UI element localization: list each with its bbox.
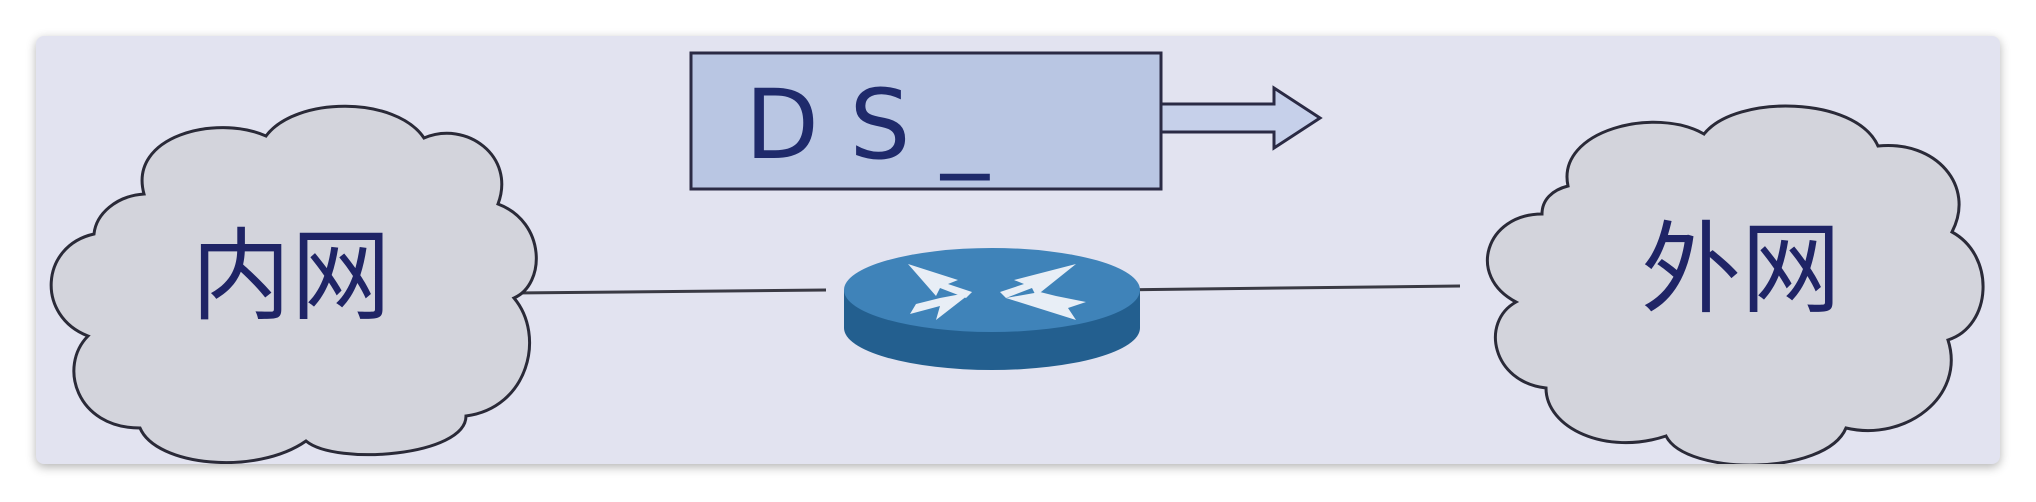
diagram-frame: 内网 外网 D S _ (36, 36, 2000, 464)
packet-box (689, 51, 1163, 191)
link-line-left (513, 288, 827, 295)
router (844, 248, 1140, 370)
inner-network-cloud: 内网 (49, 104, 538, 464)
outer-network-label: 外网 (1641, 211, 1841, 328)
packet: D S _ (689, 51, 1323, 191)
cloud-icon (1486, 104, 1985, 464)
arrow-right-icon (1154, 85, 1323, 151)
outer-network-cloud: 外网 (1486, 104, 1985, 464)
inner-network-label: 内网 (191, 218, 391, 335)
link-line-right (1105, 284, 1461, 292)
packet-label: D S _ (745, 69, 990, 181)
router-icon (908, 264, 1086, 320)
router-top (844, 248, 1140, 332)
cloud-icon (49, 104, 538, 464)
network-diagram: 内网 外网 D S _ (49, 51, 1985, 464)
